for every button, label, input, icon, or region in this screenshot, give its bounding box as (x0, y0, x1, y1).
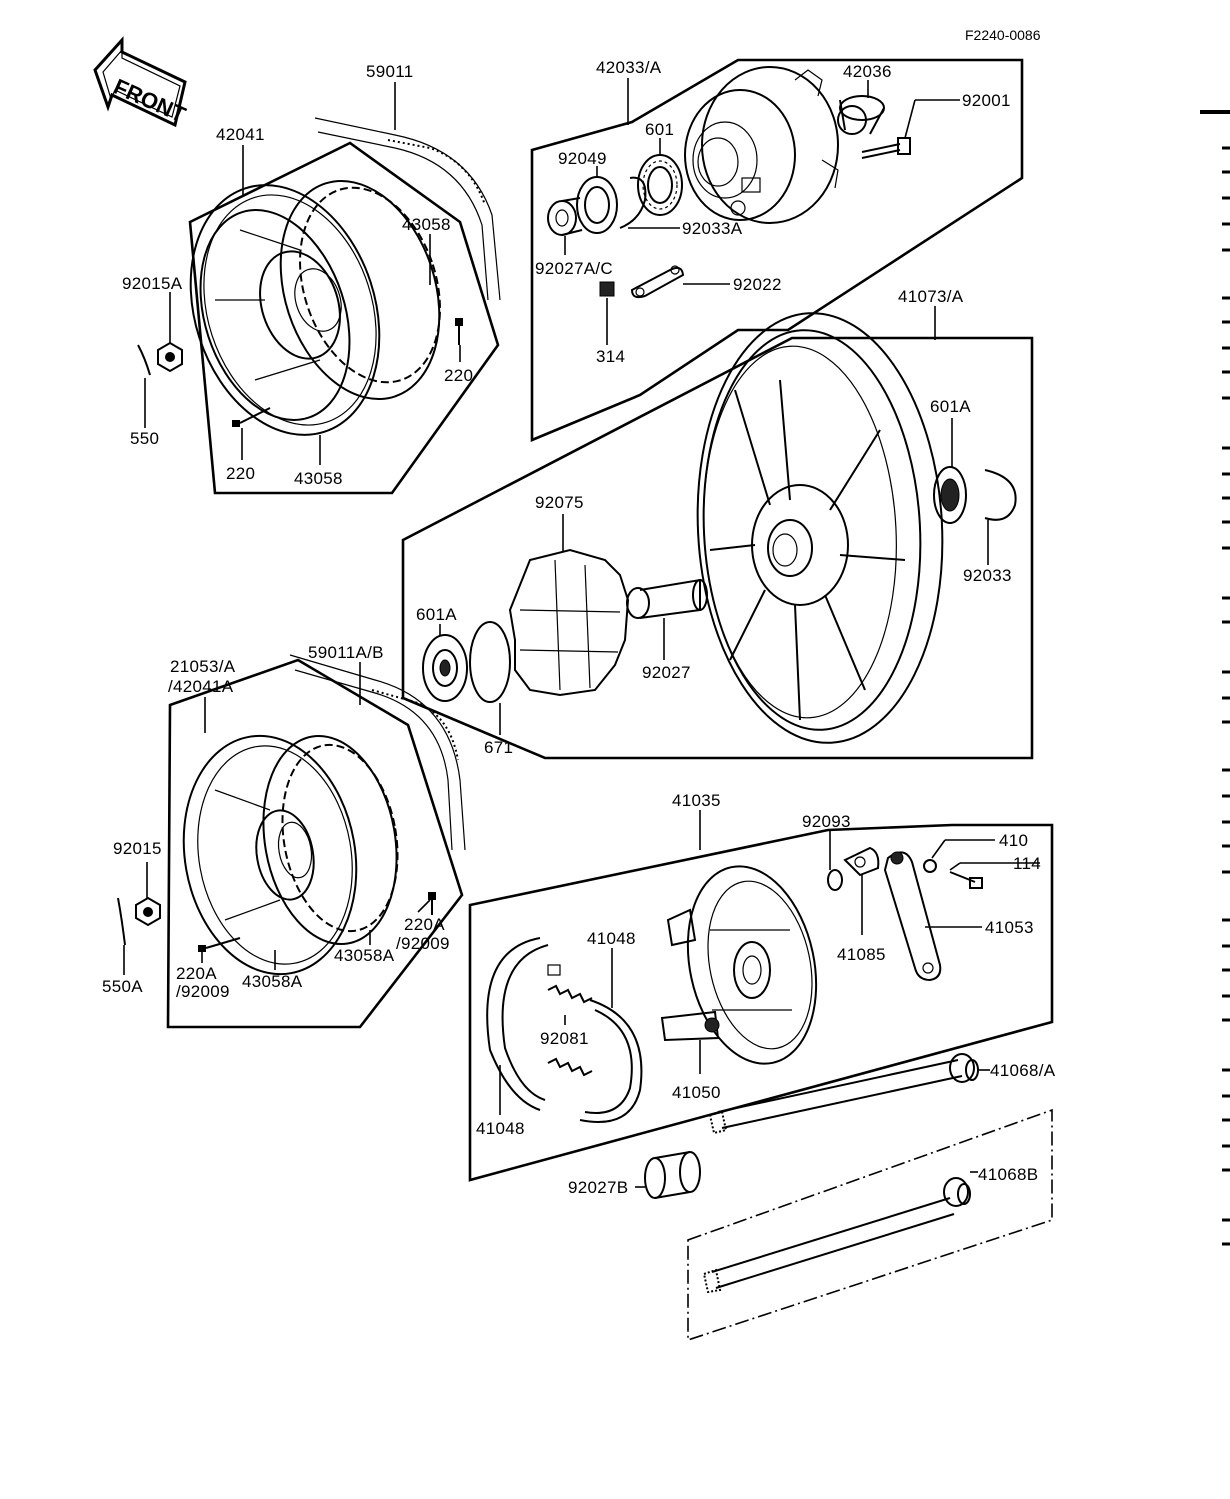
label-220a-left-line2: /92009 (176, 982, 230, 1001)
label-41085: 41085 (837, 945, 886, 964)
label-41068a: 41068/A (990, 1061, 1056, 1080)
label-92015a: 92015A (122, 274, 183, 293)
label-92049: 92049 (558, 149, 607, 168)
label-21053a-line2: /42041A (168, 677, 234, 696)
sprocket-group-lower: 21053/A /42041A 59011A/B 92015 550A 220A… (102, 643, 466, 1029)
label-92001: 92001 (962, 91, 1011, 110)
label-550a: 550A (102, 977, 143, 996)
label-601: 601 (645, 120, 674, 139)
bolt-icon (232, 407, 271, 427)
label-601a-right: 601A (930, 397, 971, 416)
label-42041: 42041 (216, 125, 265, 144)
nut-icon (135, 896, 161, 927)
label-43058a-left: 43058A (242, 972, 303, 991)
label-59011ab: 59011A/B (308, 643, 384, 662)
label-220-right: 220 (444, 366, 473, 385)
bolt-icon (428, 892, 436, 915)
label-42036: 42036 (843, 62, 892, 81)
label-41048-lower: 41048 (476, 1119, 525, 1138)
axle-group: 41068/A 92027B 41068B (568, 1053, 1056, 1342)
label-220a-right-line2: /92009 (396, 934, 450, 953)
label-43058-bottom: 43058 (294, 469, 343, 488)
front-arrow-icon: FRONT (93, 36, 190, 128)
label-114: 114 (1013, 854, 1041, 873)
label-314: 314 (596, 347, 625, 366)
label-671: 671 (484, 738, 513, 757)
label-21053a-line1: 21053/A (170, 657, 236, 676)
label-43058a-right: 43058A (334, 946, 395, 965)
label-41068b: 41068B (978, 1165, 1038, 1184)
bolt-icon (455, 318, 463, 345)
label-92075: 92075 (535, 493, 584, 512)
label-92033a: 92033A (682, 219, 743, 238)
label-92015: 92015 (113, 839, 162, 858)
nut-icon (157, 341, 183, 373)
label-92081: 92081 (540, 1029, 589, 1048)
label-410: 410 (999, 831, 1028, 850)
label-41048-upper: 41048 (587, 929, 636, 948)
label-92033: 92033 (963, 566, 1012, 585)
label-92027b: 92027B (568, 1178, 628, 1197)
label-92022: 92022 (733, 275, 782, 294)
sprocket-group-upper: 59011 42041 43058 92015A 550 220 220 430… (122, 62, 501, 495)
label-92027ac: 92027A/C (535, 259, 613, 278)
label-41050: 41050 (672, 1083, 721, 1102)
label-42033a: 42033/A (596, 58, 662, 77)
brake-group: 41035 92093 410 114 41053 41085 41048 92… (468, 791, 1054, 1182)
label-59011: 59011 (366, 62, 414, 81)
label-550: 550 (130, 429, 159, 448)
label-41053: 41053 (985, 918, 1034, 937)
label-601a-left: 601A (416, 605, 457, 624)
label-220a-left-line1: 220A (176, 964, 217, 983)
label-41073a: 41073/A (898, 287, 964, 306)
label-220a-right-line1: 220A (404, 915, 445, 934)
hub-group-upper: 42033/A 42036 92001 601 92049 92033A 920… (530, 58, 1024, 442)
reference-code: F2240-0086 (965, 27, 1041, 43)
label-92093: 92093 (802, 812, 851, 831)
bolt-icon (198, 937, 241, 952)
margin-marks (1200, 110, 1230, 1246)
label-92027: 92027 (642, 663, 691, 682)
label-41035: 41035 (672, 791, 721, 810)
label-43058-upper: 43058 (402, 215, 451, 234)
wheel-group: 41073/A 601A 92033 92075 601A 671 92027 (401, 287, 1034, 760)
label-220-bottom: 220 (226, 464, 255, 483)
